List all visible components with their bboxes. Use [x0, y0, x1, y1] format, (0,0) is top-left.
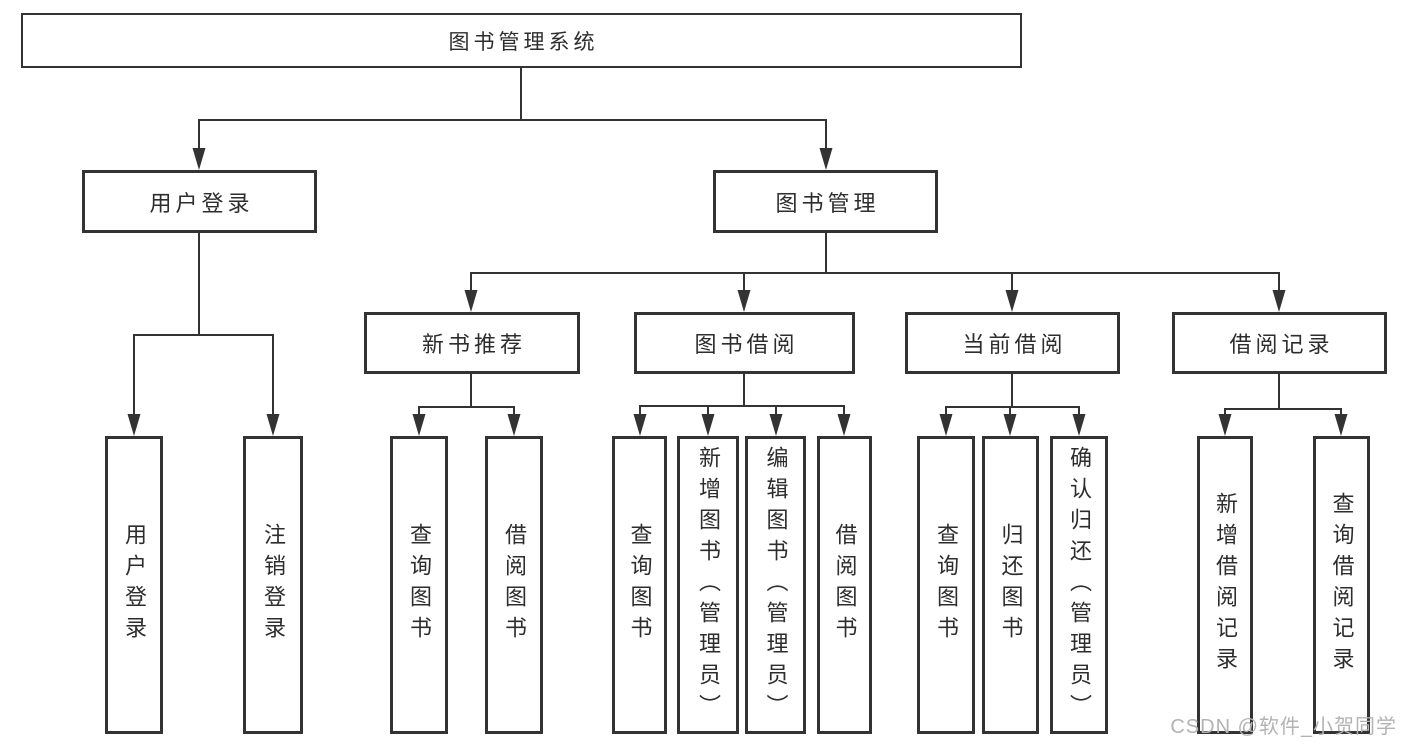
node-root: 图书管理系统 [21, 13, 1022, 68]
node-query-books-1: 查询图书 [390, 436, 448, 734]
node-borrow-records: 借阅记录 [1172, 312, 1387, 374]
node-book-borrow: 图书借阅 [634, 312, 855, 374]
node-logout-action: 注销登录 [243, 436, 303, 734]
node-confirm-return-admin: 确认归还（管理员） [1050, 436, 1108, 734]
node-return-books: 归还图书 [982, 436, 1039, 734]
node-new-book-recommend: 新书推荐 [364, 312, 580, 374]
node-current-borrow: 当前借阅 [905, 312, 1120, 374]
node-user-login: 用户登录 [82, 170, 317, 233]
node-query-books-3: 查询图书 [917, 436, 975, 734]
arrowheads [127, 148, 1348, 436]
node-book-management: 图书管理 [713, 170, 938, 233]
node-add-borrow-record: 新增借阅记录 [1197, 436, 1253, 734]
node-query-borrow-record: 查询借阅记录 [1313, 436, 1370, 734]
node-edit-book-admin: 编辑图书（管理员） [745, 436, 806, 734]
node-query-books-2: 查询图书 [612, 436, 667, 734]
csdn-watermark: CSDN @软件_小贺同学 [1170, 716, 1397, 738]
node-add-book-admin: 新增图书（管理员） [677, 436, 739, 734]
node-borrow-books-1: 借阅图书 [485, 436, 543, 734]
node-user-login-action: 用户登录 [105, 436, 163, 734]
node-borrow-books-2: 借阅图书 [817, 436, 872, 734]
